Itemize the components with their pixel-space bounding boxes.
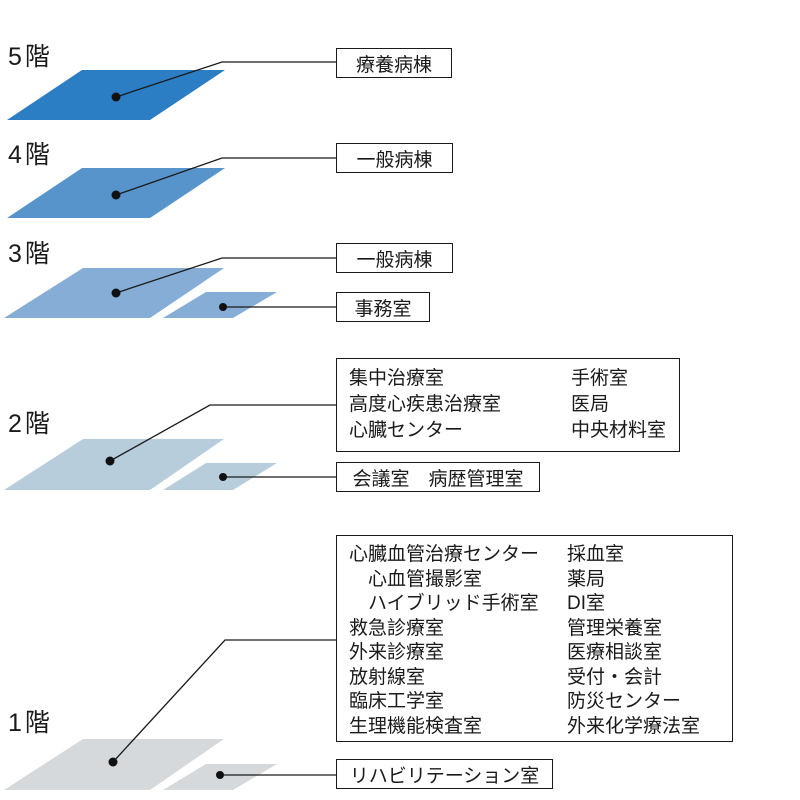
room-label: 放射線室: [349, 666, 426, 688]
floor-1-rooms-box: 心臓血管治療センター 心血管撮影室 ハイブリッド手術室 救急診療室 外来診療室 …: [336, 535, 733, 742]
room-label: 中央材料室: [571, 420, 667, 441]
floor-2-slab: [4, 439, 224, 490]
room-label: 心臓血管治療センター: [349, 544, 540, 565]
floor-4-connector: [115, 157, 336, 196]
room-label: DI室: [567, 593, 606, 614]
floor-4-room-box: 一般病棟: [336, 143, 453, 173]
floor-2-anchor-dot: [105, 456, 115, 466]
floor-4-anchor-dot: [111, 190, 121, 200]
floor-3-connector: [115, 257, 336, 294]
room-label: 事務室: [354, 298, 412, 320]
floor-2-rooms-box: 集中治療室 高度心疾患治療室 心臓センター 手術室 医局 中央材料室: [336, 358, 680, 452]
room-label: 心臓センター: [349, 420, 464, 441]
room-label: 手術室: [571, 368, 629, 389]
room-label: 外来化学療法室: [567, 715, 701, 737]
room-label: 管理栄養室: [567, 617, 663, 639]
floor-1-rooms-left-column: 心臓血管治療センター 心血管撮影室 ハイブリッド手術室 救急診療室 外来診療室 …: [349, 543, 567, 739]
room-label: リハビリテーション室: [349, 765, 540, 787]
room-label: 臨床工学室: [349, 691, 445, 712]
room-label: 薬局: [567, 568, 606, 590]
room-label: 療養病棟: [355, 54, 432, 76]
floor-2-rooms-left-column: 集中治療室 高度心疾患治療室 心臓センター: [349, 366, 571, 444]
room-label: 一般病棟: [356, 249, 433, 271]
room-label: 医療相談室: [567, 642, 663, 663]
room-label: 高度心疾患治療室: [349, 394, 502, 415]
floor-2-name: 2階: [8, 410, 53, 438]
floor-2-connector: [109, 404, 336, 462]
floor-1-annex-anchor-dot: [216, 771, 224, 779]
floor-1-name: 1階: [8, 709, 53, 737]
room-label: 防災センター: [567, 691, 682, 712]
floor-4-name: 4階: [8, 141, 53, 169]
floor-3-room-box: 一般病棟: [336, 243, 453, 273]
room-label: 生理機能検査室: [349, 715, 483, 737]
room-label: 採血室: [567, 544, 625, 565]
floor-1-rooms-right-column: 採血室 薬局 DI室 管理栄養室 医療相談室 受付・会計 防災センター 外来化学…: [567, 543, 700, 739]
floor-1-annex-room-box: リハビリテーション室: [336, 759, 553, 789]
room-label: 会議室 病歴管理室: [352, 468, 524, 490]
room-label: 救急診療室: [349, 617, 445, 639]
floor-2-annex-room-box: 会議室 病歴管理室: [336, 462, 540, 492]
room-label: 心血管撮影室: [349, 568, 483, 590]
floor-5-room-box: 療養病棟: [336, 48, 452, 78]
room-label: 外来診療室: [349, 642, 445, 663]
floor-1-anchor-dot: [108, 757, 118, 767]
floor-3-annex-anchor-dot: [219, 303, 227, 311]
room-label: 一般病棟: [356, 149, 433, 171]
floor-2-rooms-right-column: 手術室 医局 中央材料室: [571, 366, 666, 444]
floor-2-annex-anchor-dot: [219, 473, 227, 481]
floor-3-name: 3階: [8, 240, 53, 268]
floor-3-anchor-dot: [111, 288, 121, 298]
room-label: 受付・会計: [567, 666, 663, 688]
floor-5-name: 5階: [8, 43, 53, 71]
room-label: 医局: [571, 394, 610, 415]
room-label: ハイブリッド手術室: [349, 593, 539, 614]
floor-5-connector: [115, 61, 336, 98]
floor-5-anchor-dot: [111, 92, 121, 102]
floor-3-annex-room-box: 事務室: [336, 292, 430, 322]
room-label: 集中治療室: [349, 368, 445, 389]
floor-1-connector: [112, 639, 336, 763]
